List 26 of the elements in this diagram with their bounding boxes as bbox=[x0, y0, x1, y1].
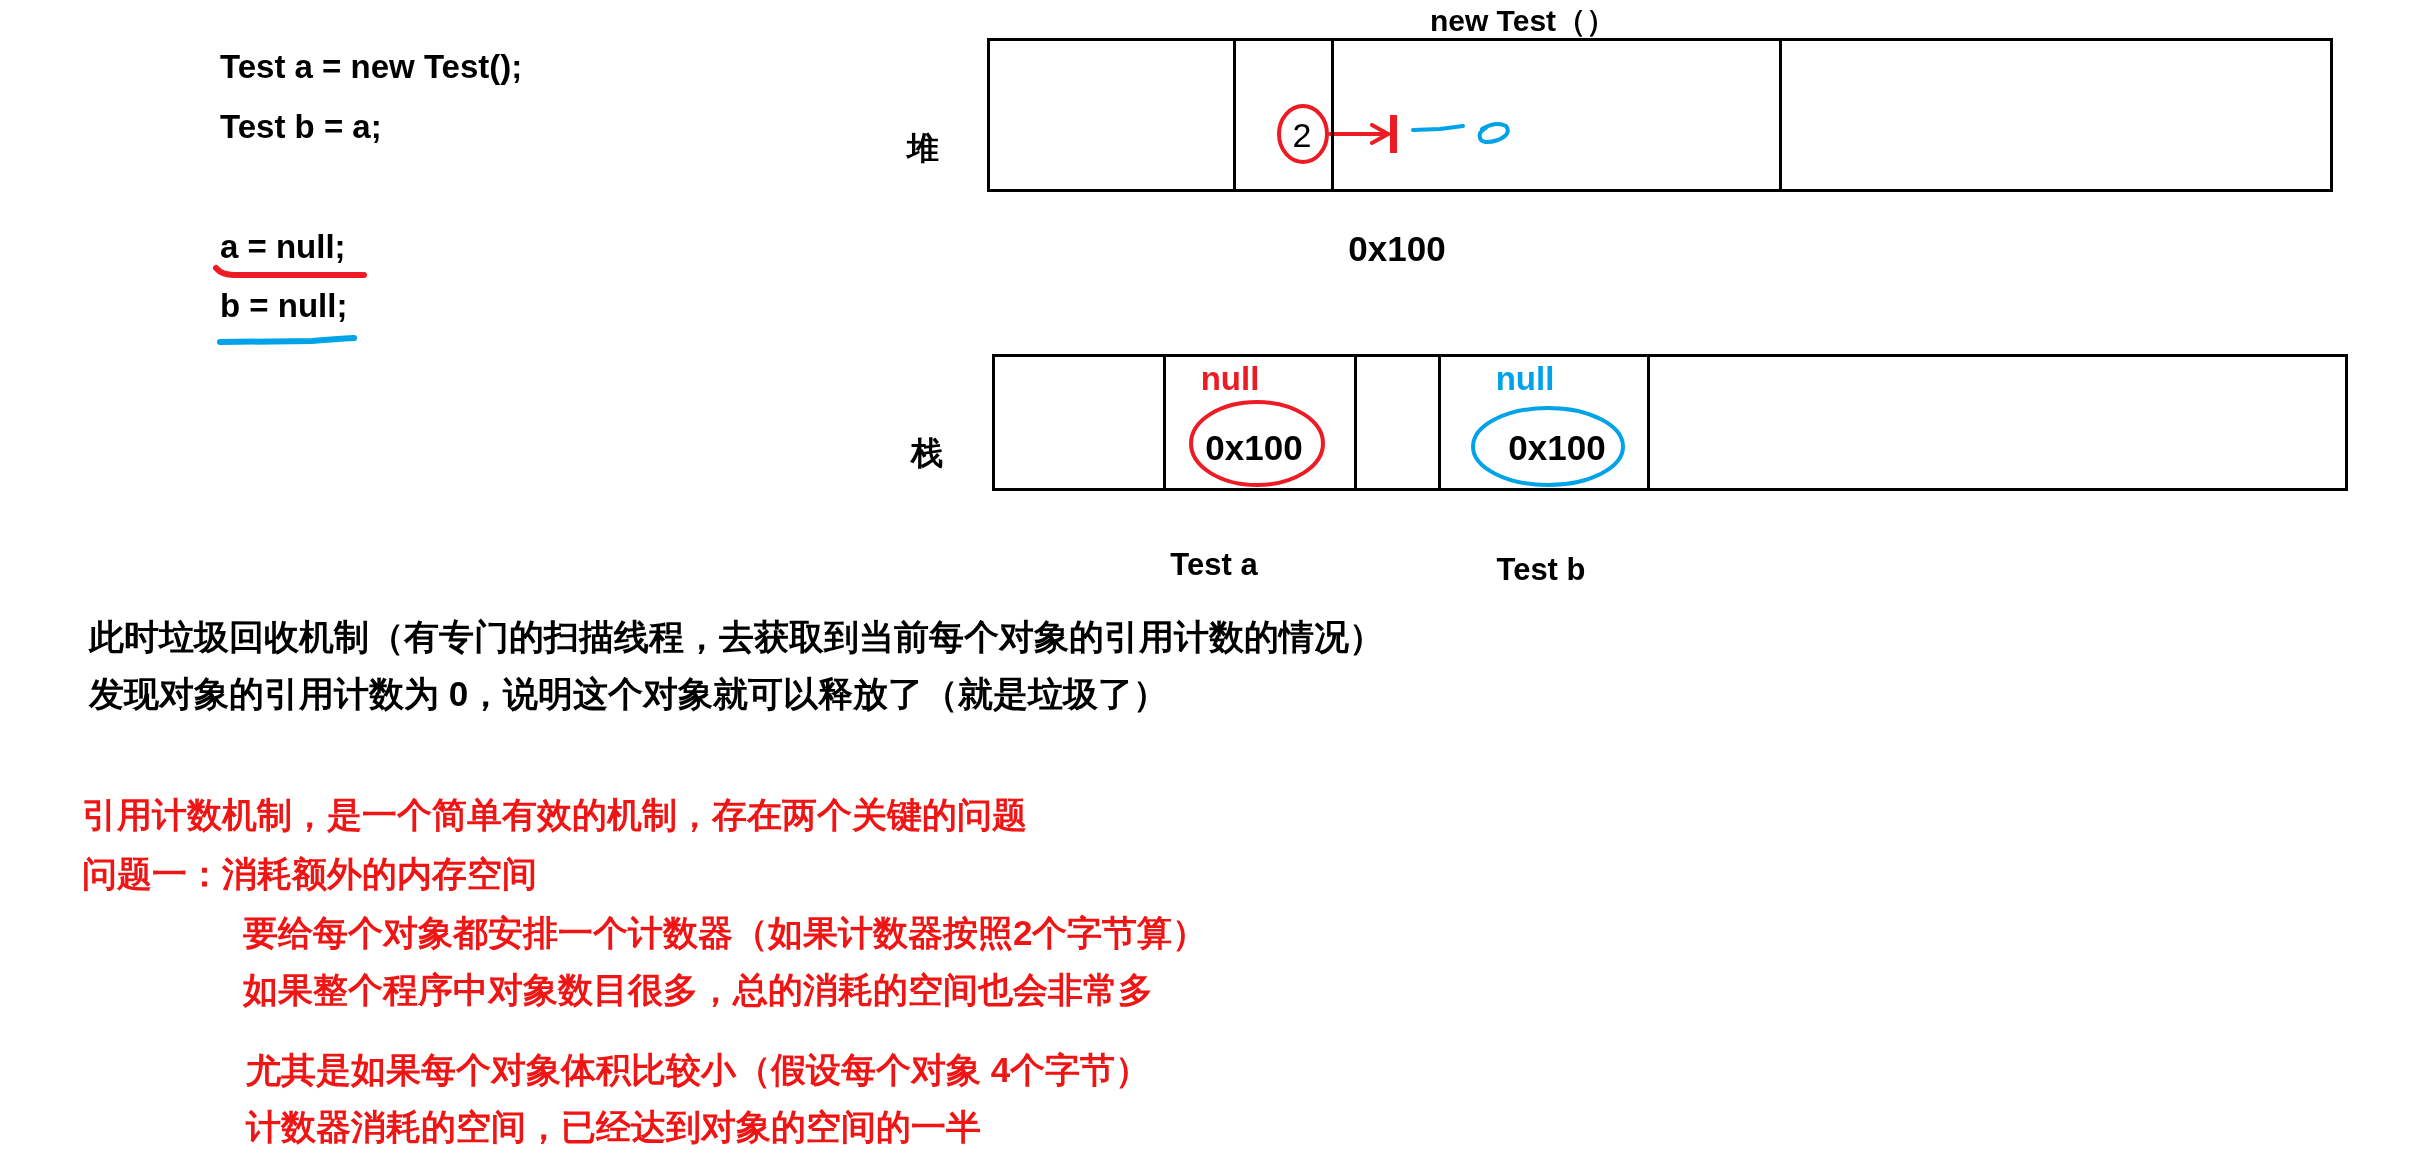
note-text: 要给每个对象都安排一个计数器（如果计数器按照2个字节算） bbox=[243, 912, 1208, 954]
note-text: 尤其是如果每个对象体积比较小（假设每个对象 4个字节） bbox=[246, 1049, 1151, 1091]
address-label: 0x100 bbox=[1348, 228, 1446, 270]
object-label: new Test（） bbox=[1429, 3, 1617, 39]
value-text: 0x100 bbox=[1205, 427, 1303, 469]
value-text: 0x100 bbox=[1508, 427, 1606, 469]
area-label: 栈 bbox=[911, 433, 943, 473]
code-line: b = null; bbox=[220, 286, 348, 326]
circled-value bbox=[1276, 103, 1330, 165]
null-label: null bbox=[1495, 359, 1555, 399]
note-text: 计数器消耗的空间，已经达到对象的空间的一半 bbox=[246, 1106, 981, 1148]
variable-label: Test a bbox=[1170, 546, 1258, 584]
code-line: Test a = new Test(); bbox=[220, 47, 523, 87]
note-text: 引用计数机制，是一个简单有效的机制，存在两个关键的问题 bbox=[82, 794, 1027, 836]
area-label: 堆 bbox=[907, 128, 939, 168]
variable-label: Test b bbox=[1496, 551, 1586, 589]
bar-mark bbox=[1390, 115, 1397, 153]
note-text: 问题一：消耗额外的内存空间 bbox=[82, 853, 537, 895]
note-text: 发现对象的引用计数为 0，说明这个对象就可以释放了（就是垃圾了） bbox=[89, 673, 1169, 715]
arrow bbox=[1328, 123, 1390, 145]
null-label: null bbox=[1200, 359, 1260, 399]
code-line: a = null; bbox=[220, 227, 346, 267]
code-line: Test b = a; bbox=[220, 107, 382, 147]
note-text: 此时垃圾回收机制（有专门的扫描线程，去获取到当前每个对象的引用计数的情况） bbox=[89, 616, 1384, 658]
value-text: 2 bbox=[1292, 114, 1312, 156]
note-text: 如果整个程序中对象数目很多，总的消耗的空间也会非常多 bbox=[243, 969, 1153, 1011]
